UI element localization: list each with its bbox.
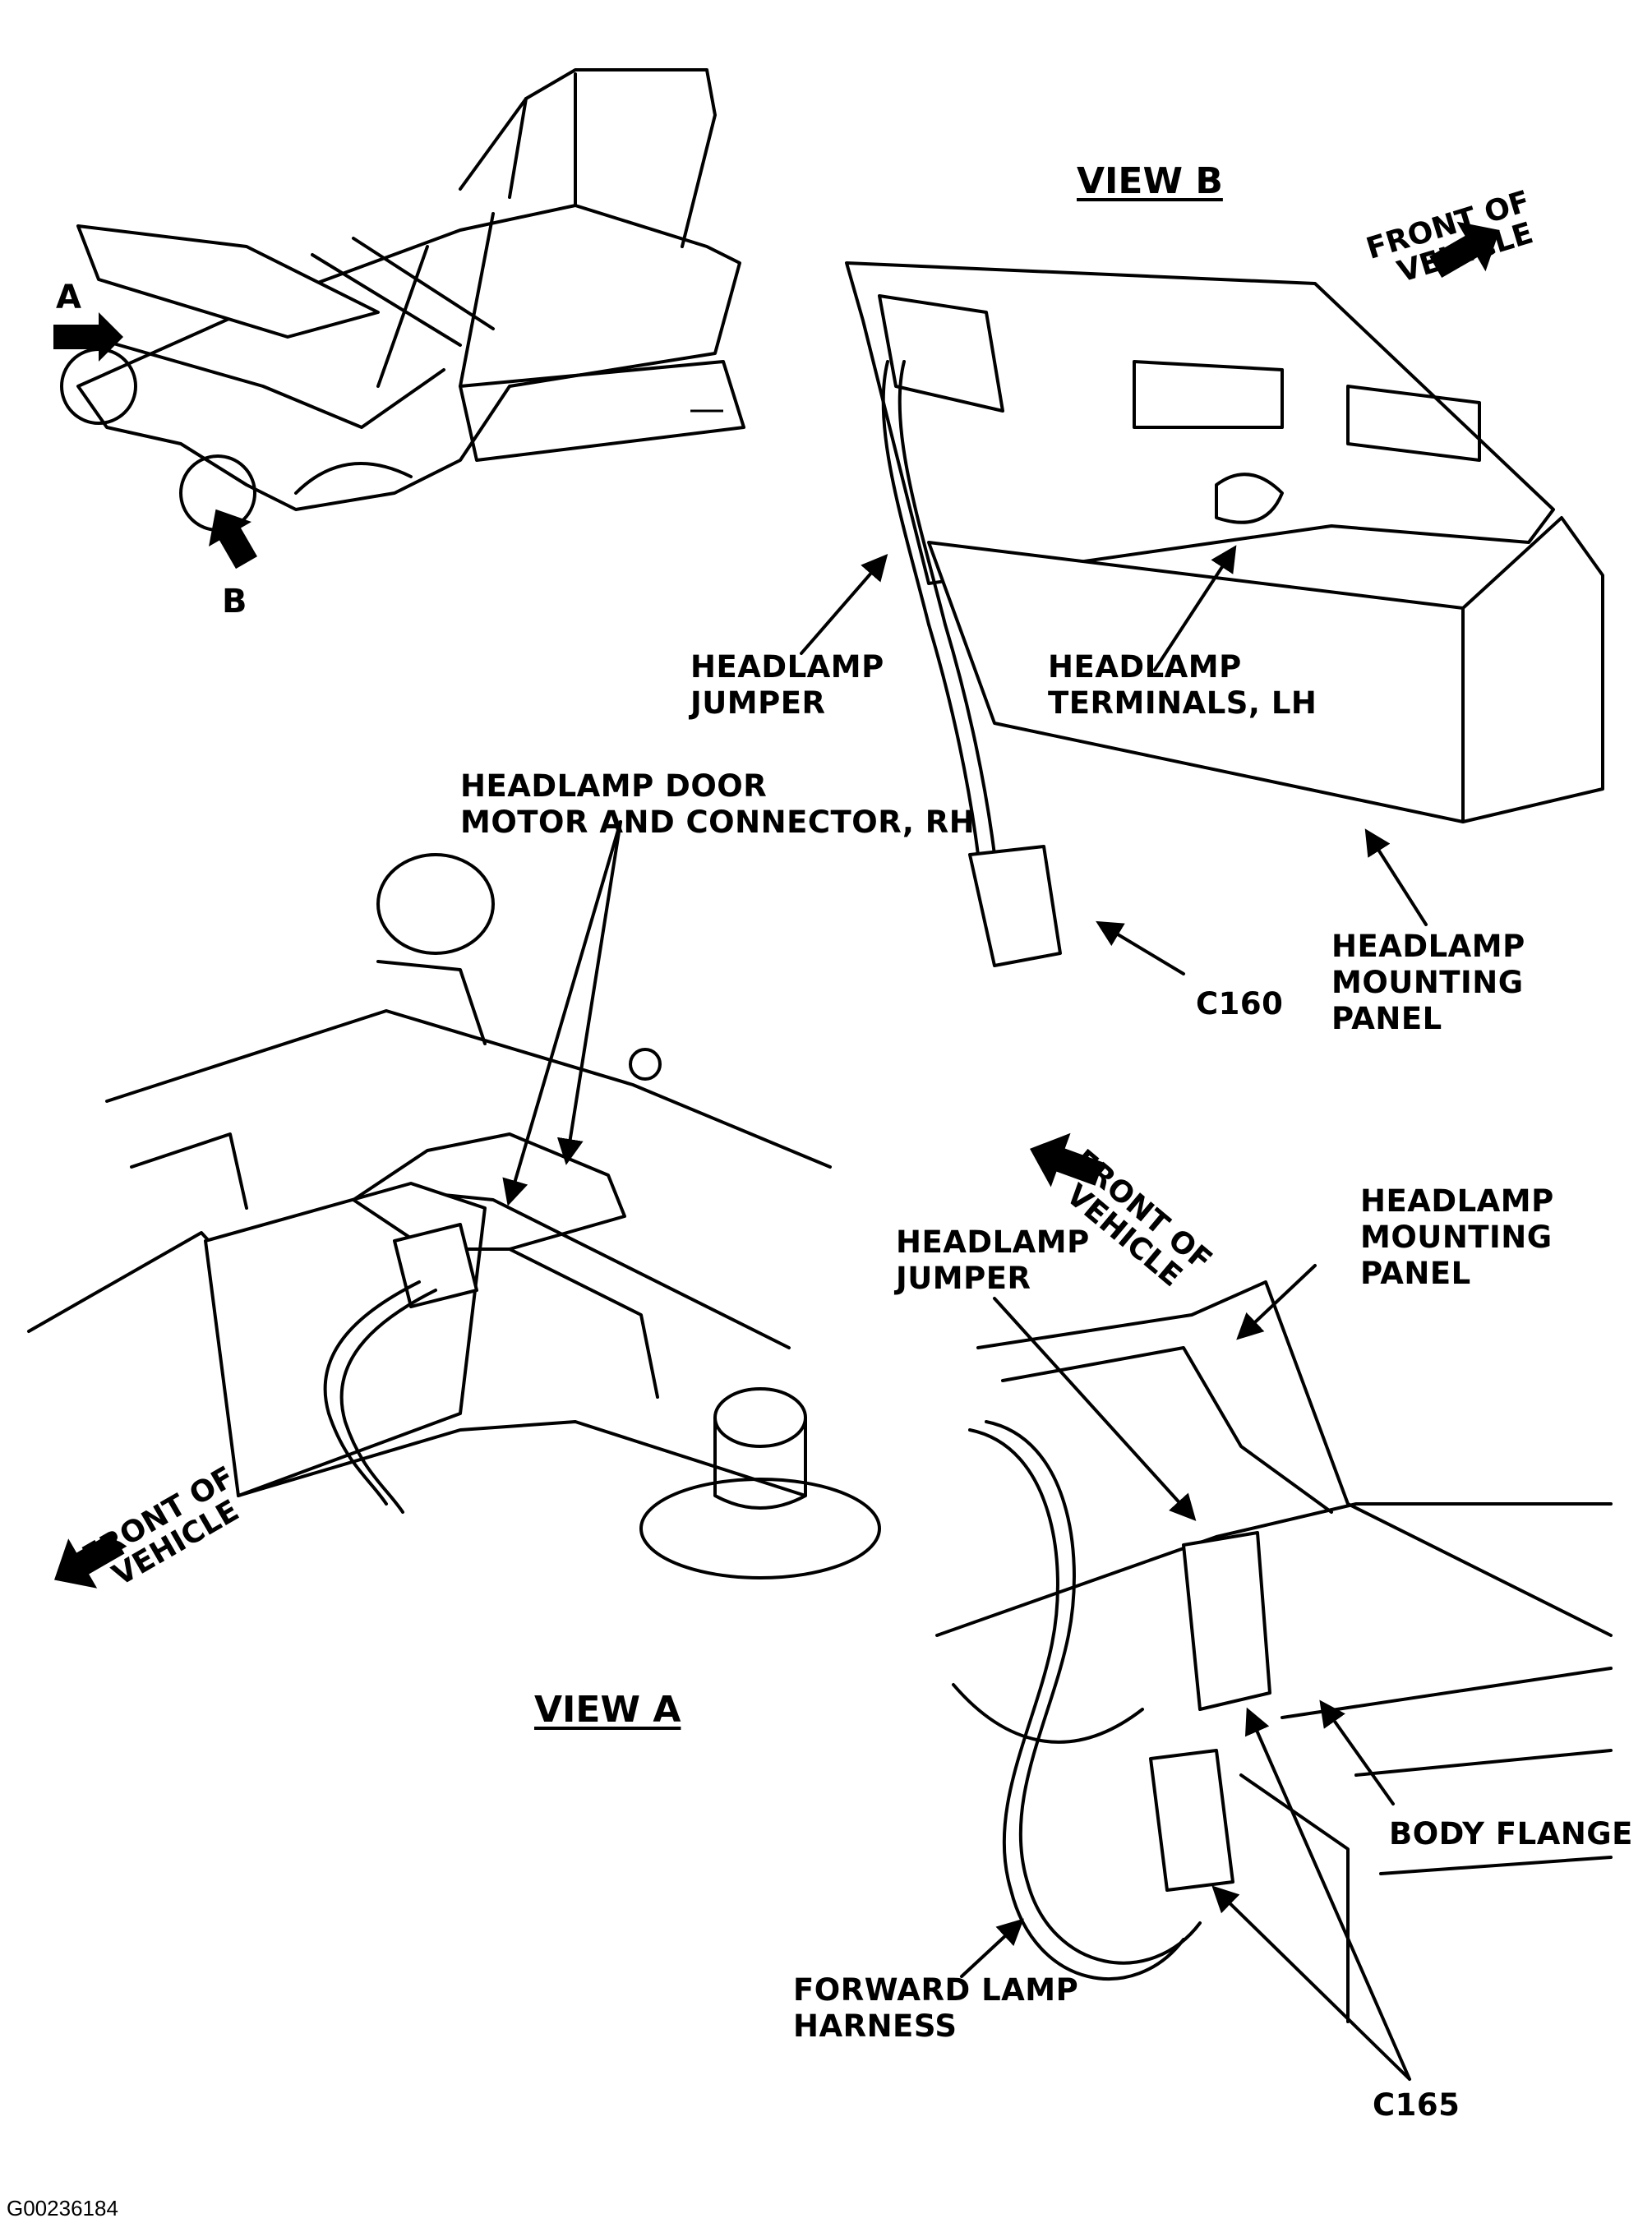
panel-line1: HEADLAMP: [1360, 1183, 1554, 1219]
motor-line2: MOTOR AND CONNECTOR, RH: [460, 805, 976, 840]
terminals-line1: HEADLAMP: [1048, 649, 1242, 685]
jumper-line1: HEADLAMP: [896, 1224, 1090, 1260]
view-b-mounting-panel-label: HEADLAMP MOUNTING PANEL: [1331, 929, 1525, 1037]
motor-line1: HEADLAMP DOOR: [460, 768, 768, 804]
car-overview-illustration: [53, 68, 745, 570]
terminals-line2: TERMINALS, LH: [1048, 685, 1317, 721]
jumper-line1: HEADLAMP: [690, 649, 884, 685]
jumper-line2: JUMPER: [690, 685, 826, 721]
view-b-connector-c160-label: C160: [1196, 986, 1284, 1021]
view-a-motor-connector-label: HEADLAMP DOOR MOTOR AND CONNECTOR, RH: [460, 768, 975, 841]
marker-a-label: A: [56, 279, 82, 316]
view-c-connector-c165-label: C165: [1373, 2087, 1460, 2123]
view-c-forward-lamp-harness-label: FORWARD LAMP HARNESS: [793, 1972, 1078, 2045]
panel-line3: PANEL: [1360, 1256, 1471, 1291]
harness-line2: HARNESS: [793, 2008, 958, 2044]
view-b-title: VIEW B: [1077, 160, 1223, 202]
view-c-illustration: [935, 1132, 1613, 2081]
view-a-title: VIEW A: [534, 1689, 681, 1731]
figure-code: G00236184: [7, 2196, 118, 2220]
panel-line3: PANEL: [1331, 1001, 1442, 1036]
view-a-illustration: [27, 820, 881, 1589]
view-c-body-flange-label: BODY FLANGE: [1389, 1816, 1633, 1852]
marker-b-label: B: [222, 583, 247, 620]
panel-line1: HEADLAMP: [1331, 929, 1525, 964]
view-c-headlamp-jumper-label: HEADLAMP JUMPER: [896, 1224, 1090, 1297]
view-c-mounting-panel-label: HEADLAMP MOUNTING PANEL: [1360, 1183, 1554, 1292]
view-b-headlamp-terminals-label: HEADLAMP TERMINALS, LH: [1048, 649, 1317, 722]
jumper-line2: JUMPER: [896, 1261, 1031, 1296]
panel-line2: MOUNTING: [1331, 965, 1524, 1000]
panel-line2: MOUNTING: [1360, 1220, 1553, 1255]
view-b-illustration: [800, 221, 1604, 975]
view-b-headlamp-jumper-label: HEADLAMP JUMPER: [690, 649, 884, 722]
harness-line1: FORWARD LAMP: [793, 1972, 1079, 2008]
